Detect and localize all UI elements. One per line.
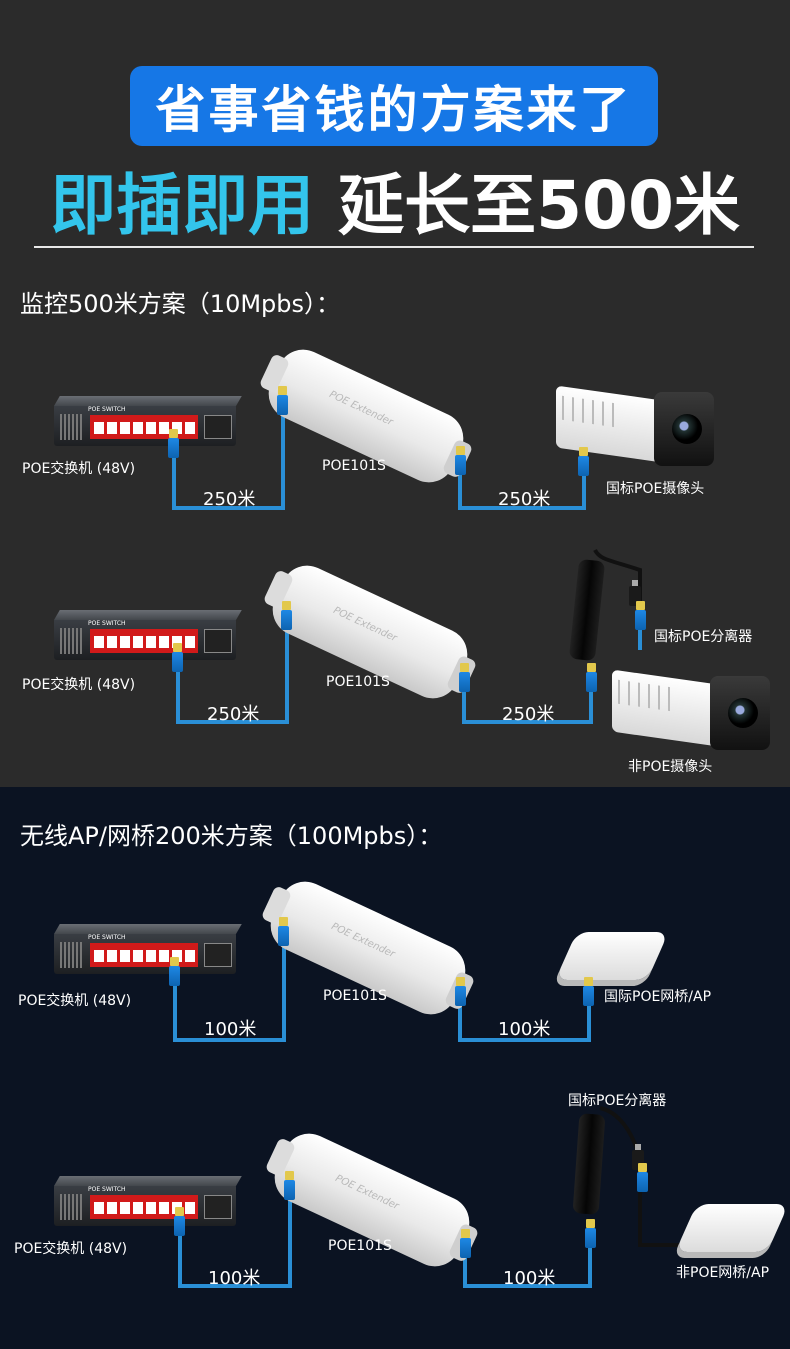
switch-label: POE交换机 (48V) <box>18 993 132 1009</box>
rj45-plug <box>585 1219 596 1248</box>
poe-switch: POE SWITCH <box>54 396 242 446</box>
headline-extend-500m: 延长至500米 <box>338 167 740 244</box>
poe-switch: POE SWITCH <box>54 924 242 974</box>
poe-splitter-label: 国标POE分离器 <box>654 629 753 645</box>
cable <box>458 462 586 510</box>
poe-switch: POE SWITCH <box>54 1176 242 1226</box>
rj45-plug <box>455 446 466 475</box>
rj45-plug <box>583 977 594 1006</box>
extender-brand: POE Extender <box>329 921 397 961</box>
poe-bridge-label: 国际POE网桥/AP <box>604 989 712 1005</box>
distance-label: 250米 <box>203 489 256 510</box>
extender-label: POE101S <box>328 1238 392 1254</box>
distance-label: 100米 <box>503 1268 556 1289</box>
cable <box>173 927 286 1042</box>
switch-brand: POE SWITCH <box>88 406 126 413</box>
rj45-plug <box>460 1229 471 1258</box>
switch-brand: POE SWITCH <box>88 1186 126 1193</box>
cable <box>178 1180 292 1288</box>
rj45-plug <box>284 1171 295 1200</box>
cable <box>458 984 591 1042</box>
rj45-plug <box>455 977 466 1006</box>
switch-brand: POE SWITCH <box>88 620 126 627</box>
distance-label: 100米 <box>204 1019 257 1040</box>
cable <box>593 548 642 610</box>
section2-title: 无线AP/网桥200米方案（100Mpbs）： <box>20 822 443 850</box>
promo-banner: 省事省钱的方案来了 <box>130 66 658 146</box>
extender-label: POE101S <box>326 674 390 690</box>
extender-label: POE101S <box>323 988 387 1004</box>
section-wireless-bg <box>0 787 790 1349</box>
rj45-plug <box>281 601 292 630</box>
divider <box>34 246 754 248</box>
rj45-plug <box>459 663 470 692</box>
extender-label: POE101S <box>322 458 386 474</box>
non-poe-camera <box>612 669 782 752</box>
distance-label: 100米 <box>498 1019 551 1040</box>
extender-brand: POE Extender <box>333 1173 401 1213</box>
rj45-plug <box>169 957 180 986</box>
extender-brand: POE Extender <box>327 389 395 429</box>
distance-label: 250米 <box>498 489 551 510</box>
poe-camera <box>556 385 726 468</box>
rj45-plug <box>578 447 589 476</box>
distance-label: 250米 <box>207 704 260 725</box>
rj45-plug <box>278 917 289 946</box>
headline-plug-and-play: 即插即用 <box>50 167 315 244</box>
distance-label: 250米 <box>502 704 555 725</box>
headline: 即插即用 延长至500米 <box>0 160 790 244</box>
rj45-plug <box>277 386 288 415</box>
rj45-plug <box>168 429 179 458</box>
rj45-plug <box>586 663 597 692</box>
switch-label: POE交换机 (48V) <box>22 461 136 477</box>
switch-label: POE交换机 (48V) <box>22 677 136 693</box>
switch-label: POE交换机 (48V) <box>14 1241 128 1257</box>
poe-camera-label: 国标POE摄像头 <box>606 481 705 497</box>
rj45-plug <box>635 601 646 630</box>
non-poe-camera-label: 非POE摄像头 <box>628 759 713 775</box>
cable <box>172 395 285 510</box>
section1-title: 监控500米方案（10Mpbs）： <box>20 290 341 318</box>
cable <box>463 1238 592 1288</box>
cable <box>176 610 289 724</box>
rj45-plug <box>172 643 183 672</box>
rj45-plug <box>174 1207 185 1236</box>
poe-switch: POE SWITCH <box>54 610 242 660</box>
switch-brand: POE SWITCH <box>88 934 126 941</box>
rj45-plug <box>637 1163 648 1192</box>
poe-splitter-label: 国标POE分离器 <box>568 1093 667 1109</box>
non-poe-bridge-label: 非POE网桥/AP <box>676 1265 770 1281</box>
cable <box>462 684 593 724</box>
distance-label: 100米 <box>208 1268 261 1289</box>
extender-brand: POE Extender <box>331 605 399 645</box>
